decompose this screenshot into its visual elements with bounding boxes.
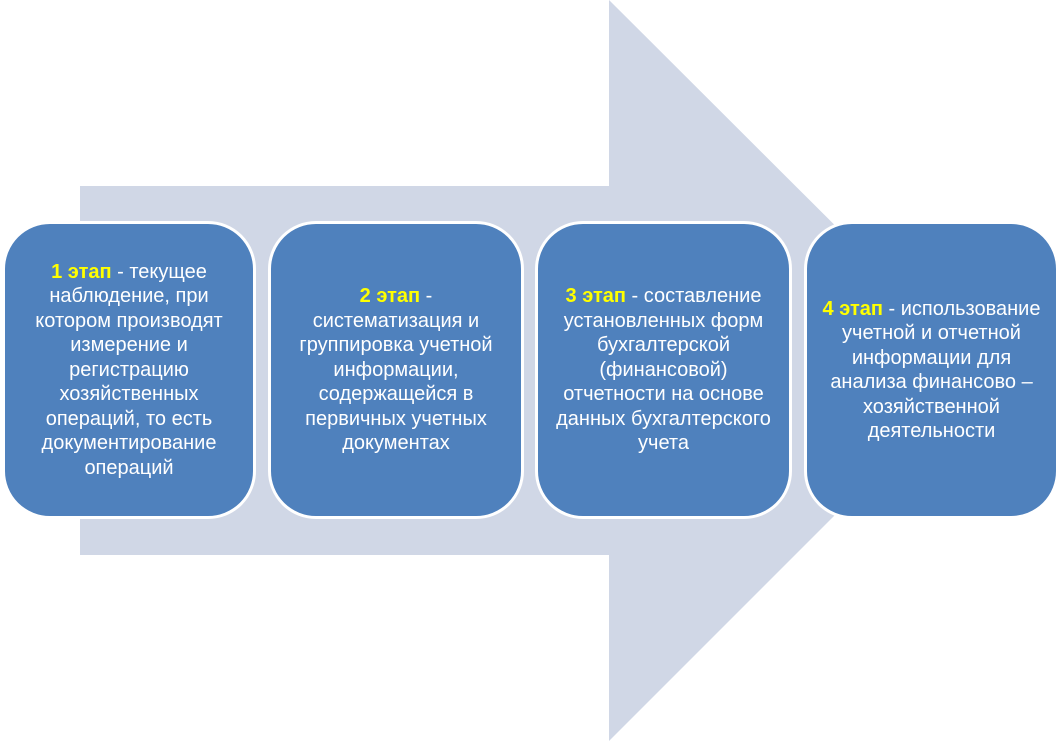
stage-4-text: - использование учетной и отчетной инфор… (830, 297, 1041, 443)
stage-4-box: 4 этап - использование учетной и отчетно… (804, 221, 1059, 519)
stage-3-box: 3 этап - составление установленных форм … (535, 221, 792, 519)
stage-2-box: 2 этап - систематизация и группировка уч… (268, 221, 524, 519)
process-arrow-shape (80, 0, 980, 741)
stage-2-label: 2 этап (359, 285, 421, 308)
stage-3-content: 3 этап - составление установленных форм … (552, 284, 775, 456)
stage-2-content: 2 этап - систематизация и группировка уч… (285, 284, 507, 456)
stage-3-label: 3 этап (565, 285, 626, 308)
stage-1-box: 1 этап - текущее наблюдение, при котором… (2, 221, 256, 519)
stage-1-content: 1 этап - текущее наблюдение, при котором… (19, 260, 239, 481)
stage-4-content: 4 этап - использование учетной и отчетно… (821, 297, 1042, 444)
stage-4-label: 4 этап (822, 297, 883, 320)
stage-3-text: - составление установленных форм бухгалт… (556, 285, 771, 455)
stage-1-label: 1 этап (51, 260, 112, 283)
stage-1-text: - текущее наблюдение, при котором произв… (35, 260, 223, 479)
stage-2-text: - систематизация и группировка учетной и… (299, 285, 493, 455)
